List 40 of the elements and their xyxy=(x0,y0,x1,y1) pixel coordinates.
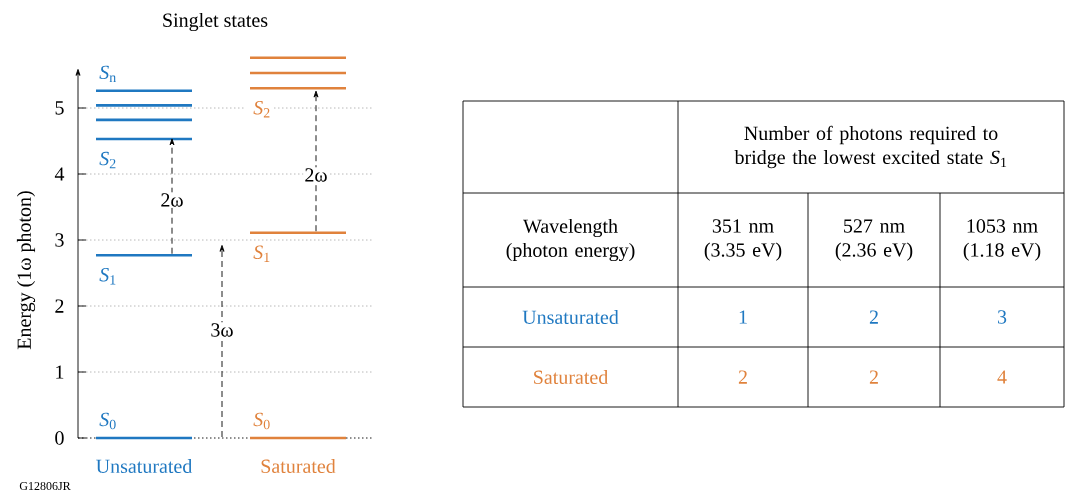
tick-label: 3 xyxy=(55,233,64,247)
edge-label: 2ω xyxy=(303,167,329,183)
table-cell: 2 xyxy=(869,370,878,384)
table-cell: 527 nm (2.36 eV) xyxy=(835,219,913,261)
arrow-label: 3ω xyxy=(209,322,235,338)
edge-label: 2ω xyxy=(159,192,185,208)
column-header: Number of photons required to bridge the lowest excited state S$_{1}$ xyxy=(734,125,1007,169)
column-label: Saturated xyxy=(261,458,336,474)
table-cell: 351 nm (3.35 eV) xyxy=(704,219,782,261)
tick-label: 4 xyxy=(54,167,65,181)
row-header: Wavelength (photon energy) xyxy=(506,218,635,262)
row-header: Saturated xyxy=(534,369,609,385)
tick-label: 1 xyxy=(56,365,64,379)
table-cell: 2 xyxy=(869,310,878,324)
level-label: S$_{n}$ xyxy=(99,65,116,82)
column-label: Unsaturated xyxy=(96,458,193,474)
table-cell: 4 xyxy=(997,370,1007,384)
tick-label: 0 xyxy=(55,431,64,445)
level-label: S$_{1}$ xyxy=(99,268,116,285)
arrow xyxy=(313,90,319,232)
level-label: S$_{1}$ xyxy=(253,245,270,262)
tick-label: 2 xyxy=(55,299,64,313)
tick-label: 5 xyxy=(55,101,64,115)
table-cell: 2 xyxy=(738,370,747,384)
energy-level xyxy=(96,118,192,122)
energy-level xyxy=(96,104,192,107)
level-label: S$_{0}$ xyxy=(253,412,270,430)
figure-id: G12806JR xyxy=(19,481,71,491)
level-label: S$_{2}$ xyxy=(253,101,270,118)
title: Singlet states xyxy=(163,12,268,32)
row-header: Unsaturated xyxy=(522,309,619,325)
energy-level xyxy=(250,71,346,75)
table-cell: 3 xyxy=(997,310,1007,324)
table-cell: 1 xyxy=(739,310,747,324)
energy-level xyxy=(250,56,346,60)
level-label: S$_{0}$ xyxy=(99,412,116,430)
axis-title: Energy (1ω photon) xyxy=(16,191,36,350)
level-label: S$_{2}$ xyxy=(99,151,116,169)
arrow xyxy=(169,138,175,255)
table-cell: 1053 nm (1.18 eV) xyxy=(963,219,1041,261)
